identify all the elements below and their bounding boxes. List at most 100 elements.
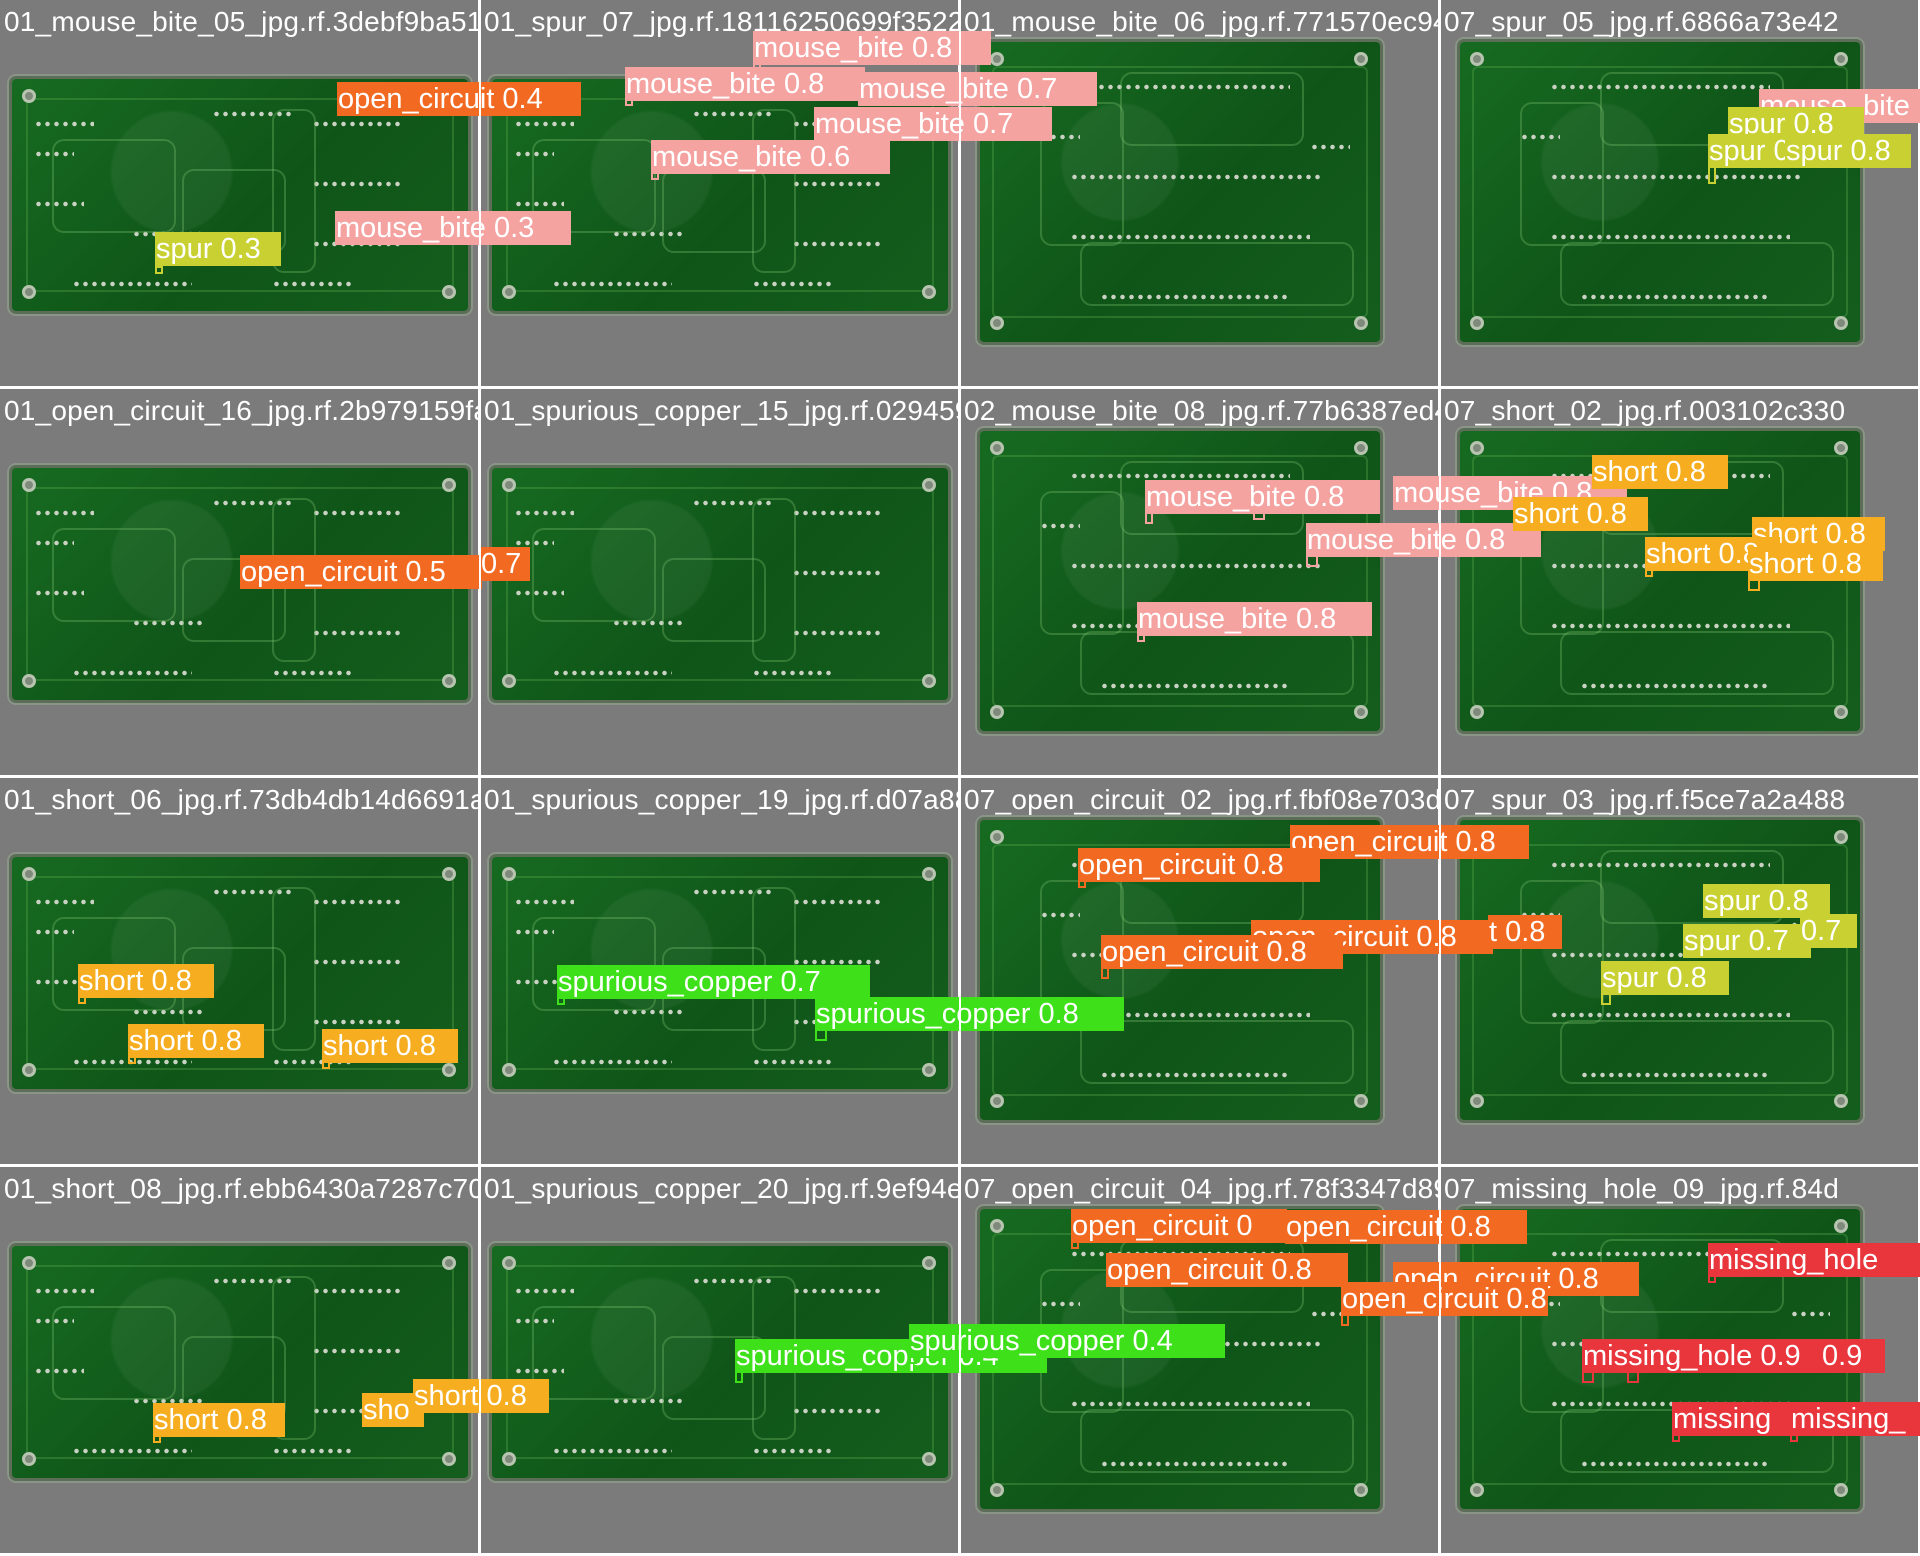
pad-row (692, 498, 772, 508)
pad-row (1100, 1070, 1290, 1080)
mouse-bite-detection-label: mouse_bite 0.8 (1137, 602, 1372, 636)
copper-trace (662, 1336, 766, 1420)
open-circuit-detection-label: open_circuit 0.8 (1101, 935, 1343, 969)
mounting-hole (442, 478, 456, 492)
mounting-hole (1354, 316, 1368, 330)
spurious-copper-bounding-box (557, 997, 565, 1005)
mosaic-cell: 01_mouse_bite_05_jpg.rf.3debf9ba5191a71 (0, 0, 561, 386)
open-circuit-detection-label: t 0.8 (1488, 915, 1562, 949)
pcb-board-image (12, 1246, 468, 1478)
pad-row (792, 179, 882, 189)
spur-bounding-box (1708, 166, 1716, 184)
short-detection-label: short 0.8 (1592, 455, 1728, 489)
short-bounding-box (1748, 579, 1760, 591)
mounting-hole (922, 285, 936, 299)
pad-row (514, 927, 554, 937)
mouse-bite-detection-label: mouse_bite 0.8 (625, 67, 865, 101)
mounting-hole (22, 1063, 36, 1077)
open-circuit-bounding-box (1071, 1241, 1079, 1249)
open-circuit-detection-label: open_circuit 0.4 (337, 82, 581, 116)
short-bounding-box (413, 1411, 421, 1419)
spurious-copper-detection-label: spurious_copper 0.7 (557, 965, 870, 999)
pad-row (312, 179, 402, 189)
mounting-hole (990, 52, 1004, 66)
mosaic-cell: 01_short_08_jpg.rf.ebb6430a7287c7053913 (0, 1167, 563, 1553)
copper-trace (662, 169, 766, 253)
copper-trace (1040, 491, 1124, 635)
image-filename-title: 07_open_circuit_04_jpg.rf.78f3347d893d (964, 1173, 1481, 1204)
pad-row (792, 568, 882, 578)
pad-row (312, 1346, 402, 1356)
pad-row (552, 1446, 672, 1456)
pad-row (1310, 142, 1350, 152)
copper-trace (52, 1306, 176, 1400)
mouse-bite-detection-label: mouse_bite 0.8 (753, 31, 991, 65)
mouse-bite-bounding-box (1145, 512, 1153, 524)
image-filename-title: 01_spurious_copper_20_jpg.rf.9ef94e919c (484, 1173, 1025, 1204)
mounting-hole (1470, 1094, 1484, 1108)
mounting-hole (442, 867, 456, 881)
copper-trace (272, 1276, 316, 1440)
pad-row (312, 508, 402, 518)
missing-hole-bounding-box (1790, 1434, 1798, 1442)
mounting-hole (502, 478, 516, 492)
spurious-copper-detection-label: spurious_copper 0.8 (815, 997, 1124, 1031)
pad-row (612, 1396, 682, 1406)
short-bounding-box (78, 996, 86, 1004)
spur-bounding-box (155, 266, 163, 274)
grid-divider-horizontal (0, 387, 1920, 389)
short-detection-label: short 0.8 (78, 964, 214, 998)
image-filename-title: 07_spur_05_jpg.rf.6866a73e42 (1444, 6, 1839, 37)
pad-row (1070, 172, 1320, 182)
pad-row (212, 887, 292, 897)
mounting-hole (990, 830, 1004, 844)
mounting-hole (1834, 52, 1848, 66)
open-circuit-detection-label: open_circuit 0.8 (1290, 825, 1529, 859)
spurious-copper-bounding-box (909, 1356, 917, 1364)
pad-row (612, 1007, 682, 1017)
pad-row (792, 897, 882, 907)
short-detection-label: short 0.8 (322, 1029, 458, 1063)
pad-row (1100, 292, 1290, 302)
pad-row (1070, 232, 1310, 242)
mounting-hole (990, 316, 1004, 330)
pad-row (514, 977, 564, 987)
pad-row (552, 668, 672, 678)
pad-row (1580, 1459, 1770, 1469)
mouse-bite-bounding-box (1137, 634, 1145, 642)
pad-row (692, 109, 772, 119)
mounting-hole (502, 1256, 516, 1270)
pad-row (34, 897, 94, 907)
spur-bounding-box (1601, 993, 1611, 1005)
spur-detection-label: spur 0.8 (1703, 884, 1830, 918)
pad-row (514, 508, 574, 518)
open-circuit-detection-label: open_circuit 0.8 (1341, 1282, 1548, 1316)
pad-row (1100, 1459, 1290, 1469)
missing-hole-bounding-box (1627, 1371, 1639, 1383)
pad-row (552, 279, 672, 289)
pad-row (514, 149, 554, 159)
copper-trace (1520, 880, 1604, 1024)
pad-row (752, 1057, 832, 1067)
image-filename-title: 01_spurious_copper_19_jpg.rf.d07a8821c (484, 784, 1017, 815)
image-filename-title: 07_short_02_jpg.rf.003102c330 (1444, 395, 1846, 426)
pad-row (312, 1017, 402, 1027)
mounting-hole (1834, 1219, 1848, 1233)
copper-trace (532, 917, 656, 1011)
mouse-bite-bounding-box (625, 98, 633, 106)
copper-trace (52, 139, 176, 233)
pad-row (514, 588, 564, 598)
copper-trace (272, 109, 316, 273)
mounting-hole (1834, 316, 1848, 330)
pad-row (1580, 681, 1770, 691)
pad-row (1550, 82, 1770, 92)
pad-row (132, 1396, 202, 1406)
pad-row (1040, 132, 1080, 142)
pad-row (312, 1406, 402, 1416)
pad-row (1040, 521, 1080, 531)
mounting-hole (1470, 705, 1484, 719)
pad-row (1070, 1399, 1310, 1409)
open-circuit-detection-label: 0.7 (480, 547, 530, 581)
mounting-hole (1834, 1094, 1848, 1108)
copper-trace (532, 1306, 656, 1400)
